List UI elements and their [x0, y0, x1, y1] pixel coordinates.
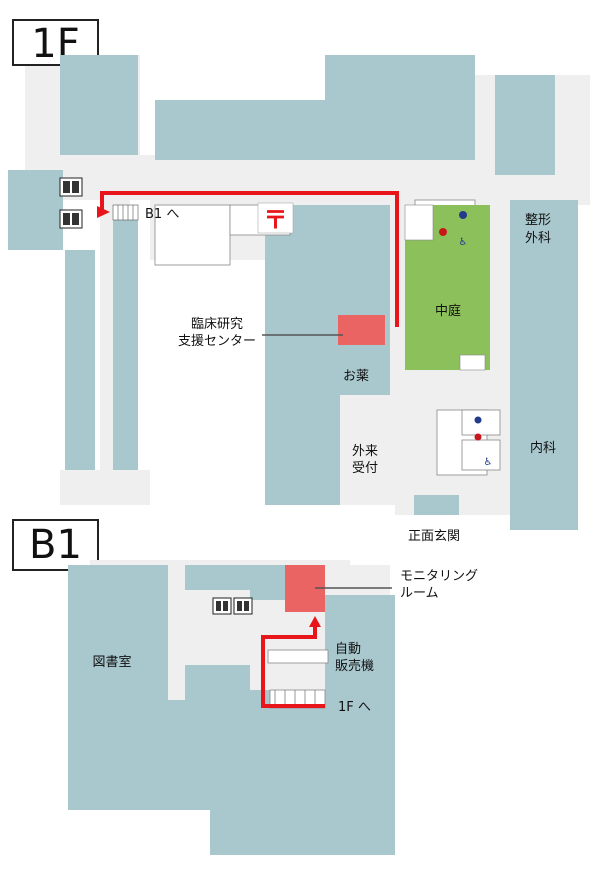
label-shomen: 正面玄関 — [408, 529, 460, 544]
label-rinsho: 臨床研究支援センター — [178, 317, 256, 349]
clinical-research-center-highlight — [338, 315, 385, 345]
room-labels-1f: B1 へ 整形外科 中庭 お薬 外来受付 内科 正面玄関 臨床研究支援センター — [145, 207, 556, 544]
floor-1f: 1F — [8, 19, 590, 544]
label-toshoshitsu: 図書室 — [92, 654, 131, 670]
elevator-icon — [59, 177, 83, 229]
floor-b1: B1 — [12, 519, 478, 855]
label-naika: 内科 — [530, 440, 556, 456]
elevator-b1-icon — [212, 597, 253, 615]
label-nakaniwa: 中庭 — [435, 303, 461, 319]
route-1f — [100, 191, 399, 327]
floor-label-b1: B1 — [29, 522, 82, 568]
label-f1-stairs: 1F へ — [338, 700, 371, 715]
label-jidou: 自動販売機 — [335, 642, 374, 674]
post-office-mark: 〒 — [264, 206, 288, 234]
label-gairai: 外来受付 — [352, 444, 378, 476]
label-seikei: 整形外科 — [525, 213, 551, 246]
svg-text:♿: ♿ — [484, 457, 493, 468]
buildings-1f — [8, 55, 578, 530]
restroom-icon: ♿ ♿ — [439, 211, 492, 468]
svg-text:♿: ♿ — [459, 237, 468, 248]
label-b1-stairs: B1 へ — [145, 207, 179, 222]
post-office-icon: 〒 — [257, 202, 294, 234]
route-b1 — [261, 625, 325, 708]
label-monitoring: モニタリングルーム — [400, 569, 478, 601]
service-areas-b1 — [267, 649, 329, 709]
label-okusuri: お薬 — [343, 369, 369, 384]
room-labels-b1: 図書室 自動販売機 1F へ モニタリングルーム — [92, 569, 478, 715]
stairs-1f-icon — [112, 204, 139, 221]
